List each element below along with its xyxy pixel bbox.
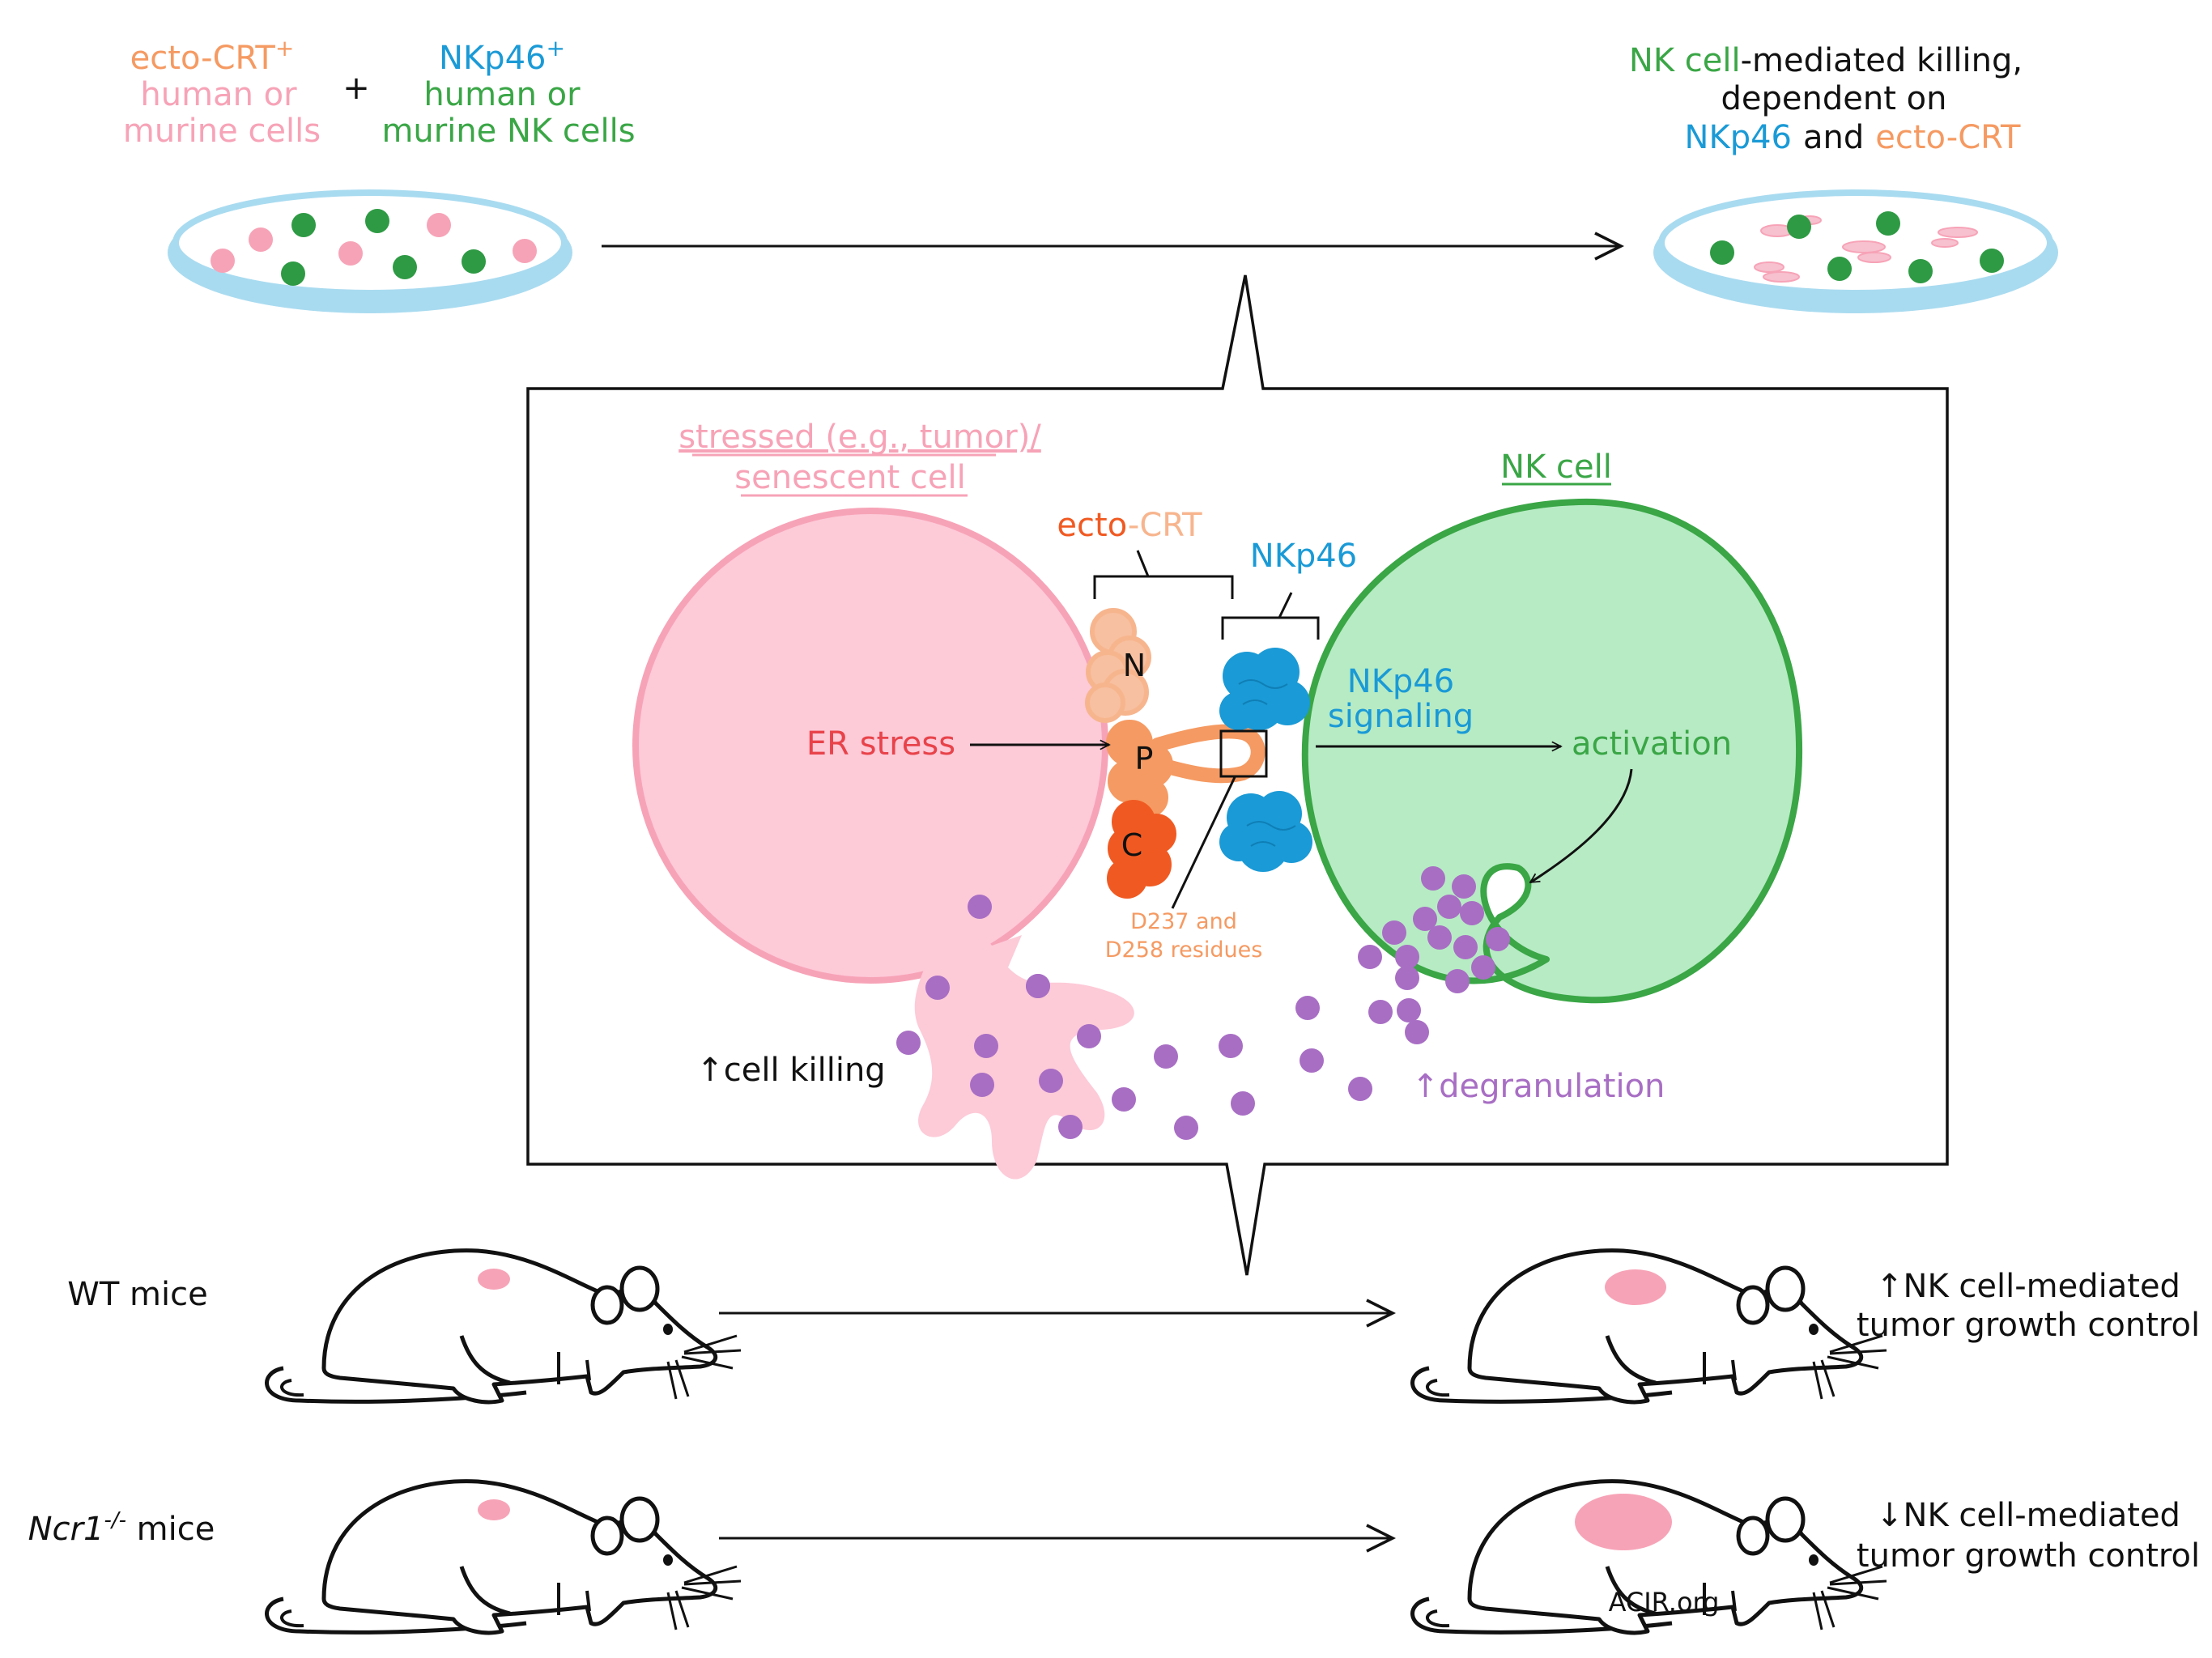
small-tumor <box>478 1269 510 1290</box>
nk-cell-dots <box>281 209 486 286</box>
crt-c-domain <box>1107 800 1176 899</box>
nkp46-callout-label: NKp46 <box>1250 538 1357 575</box>
mouse-wt-before <box>267 1251 741 1402</box>
wt-outcome-line2: tumor growth control <box>1857 1307 2200 1344</box>
nkp46-bracket <box>1221 592 1320 640</box>
activation-label: activation <box>1572 725 1732 763</box>
watermark: ACIR.org <box>1609 1587 1720 1618</box>
controlled-tumor <box>1605 1269 1666 1305</box>
large-tumor <box>1575 1494 1672 1550</box>
ko-outcome-line1: ↓NK cell-mediated <box>1876 1497 2180 1534</box>
plus-sign: + <box>342 70 370 107</box>
signaling-label-line1: NKp46 <box>1347 663 1454 700</box>
domain-n-label: N <box>1123 648 1146 683</box>
tumor-cell-dots <box>211 213 537 273</box>
residues-label-line2: D258 residues <box>1105 937 1263 963</box>
lysed-cell-debris <box>1754 215 1978 283</box>
nk-label-line3: murine NK cells <box>381 113 635 150</box>
crt-p-domain <box>1106 720 1266 818</box>
small-tumor <box>478 1499 510 1520</box>
senescent-cell-title: senescent cell <box>734 459 965 496</box>
ko-mice-label: Ncr1-/- mice <box>28 1508 215 1548</box>
calreticulin-protein <box>1085 608 1266 899</box>
stressed-cell-title: stressed (e.g., tumor)/ <box>678 419 1041 456</box>
mouse-ko-after <box>1413 1482 1887 1633</box>
killing-label-line1: NK cell-mediated killing, <box>1629 42 2023 79</box>
lysed-cell-fragment <box>914 923 1134 1180</box>
crt-n-domain <box>1085 608 1151 723</box>
left-label-line3: murine cells <box>123 113 321 150</box>
ecto-crt-callout-label: ecto-CRT <box>1057 507 1202 544</box>
petri-dish-before <box>168 189 572 313</box>
killing-label-line2: dependent on <box>1721 80 1947 117</box>
wt-outcome-line1: ↑NK cell-mediated <box>1876 1268 2180 1305</box>
nk-cell-dots-after <box>1710 211 2004 283</box>
activation-arrow <box>1530 768 1633 884</box>
signaling-label-line2: signaling <box>1328 698 1474 735</box>
degranulation-label: ↑degranulation <box>1412 1068 1665 1105</box>
cell-killing-label: ↑cell killing <box>696 1052 885 1089</box>
residues-pointer <box>1171 776 1236 909</box>
ecto-crt-bracket <box>1093 550 1234 599</box>
ko-outcome-line2: tumor growth control <box>1857 1537 2200 1575</box>
nk-cell-title: NK cell <box>1500 449 1612 486</box>
domain-c-label: C <box>1121 827 1143 863</box>
petri-dish-after <box>1653 189 2058 313</box>
mouse-wt-after <box>1413 1251 1887 1402</box>
wt-mice-label: WT mice <box>67 1276 207 1313</box>
residues-label-line1: D237 and <box>1130 909 1237 934</box>
domain-p-label: P <box>1135 741 1154 776</box>
er-stress-label: ER stress <box>806 725 955 763</box>
ecto-crt-label: ecto-CRT+ <box>130 35 295 77</box>
nk-label-line2: human or <box>423 76 581 113</box>
left-label-line2: human or <box>140 76 297 113</box>
granules <box>896 866 1510 1140</box>
mouse-ko-before <box>267 1482 741 1633</box>
nkp46-label: NKp46+ <box>439 35 565 77</box>
binding-site-box <box>1219 729 1268 778</box>
nkp46-texture <box>1238 679 1296 847</box>
nkp46-receptor <box>1219 648 1312 872</box>
